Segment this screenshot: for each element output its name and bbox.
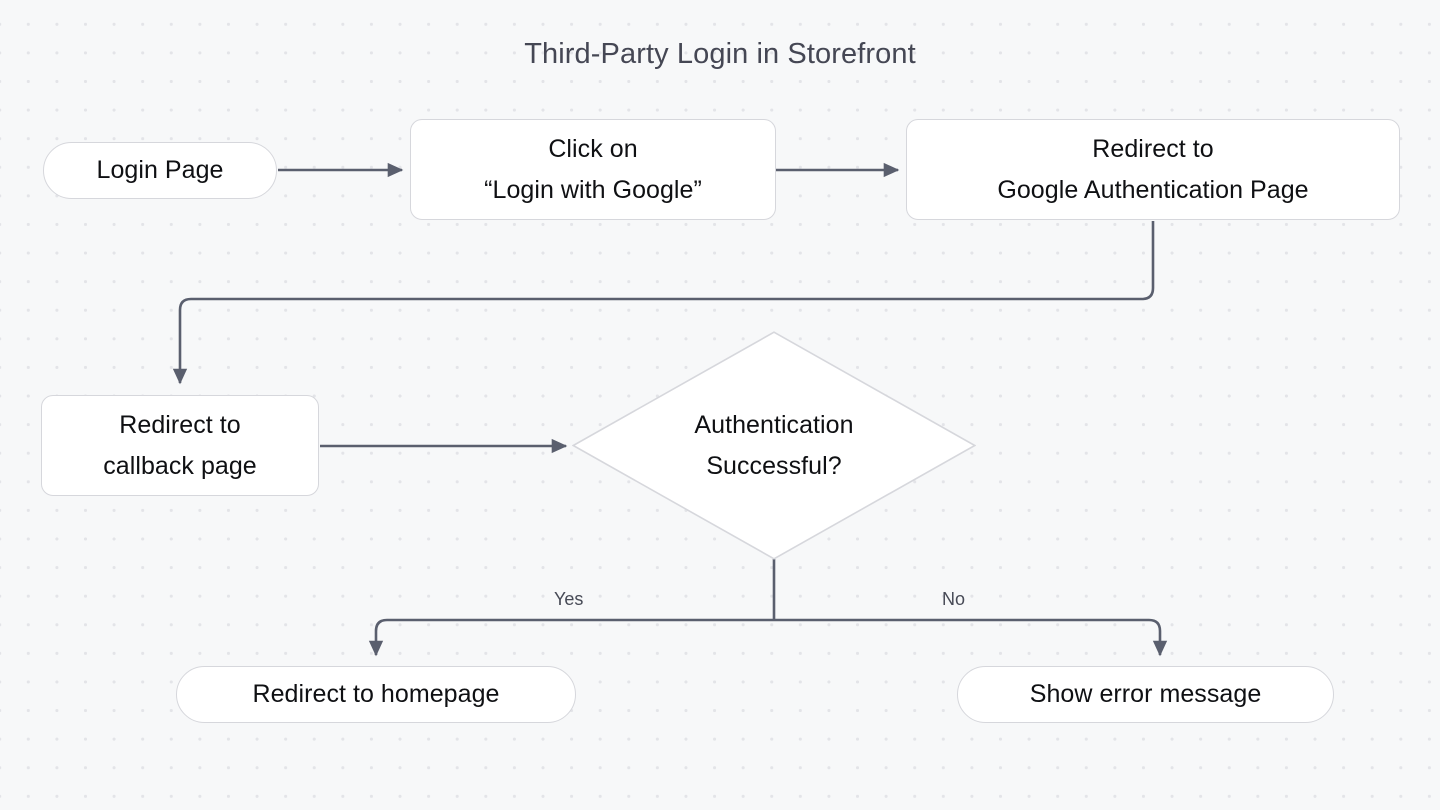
node-authentication-successful-decision[interactable]: Authentication Successful? [572, 331, 976, 560]
node-click-login-with-google[interactable]: Click on “Login with Google” [410, 119, 776, 220]
node-redirect-to-homepage[interactable]: Redirect to homepage [176, 666, 576, 723]
edge-label-no: No [942, 589, 966, 609]
node-show-error-message[interactable]: Show error message [957, 666, 1334, 723]
edge-decision-no [774, 618, 1168, 657]
edge-label-yes: Yes [554, 589, 584, 609]
node-redirect-to-google-auth-page[interactable]: Redirect to Google Authentication Page [906, 119, 1400, 220]
node-redirect-to-callback-page[interactable]: Redirect to callback page [41, 395, 319, 496]
edge-decision-yes [368, 618, 774, 657]
page-title: Third-Party Login in Storefront [524, 38, 916, 70]
diamond-shape [572, 331, 976, 560]
node-label-authentication-successful: Authentication Successful? [694, 411, 854, 480]
node-login-page[interactable]: Login Page [43, 142, 277, 199]
